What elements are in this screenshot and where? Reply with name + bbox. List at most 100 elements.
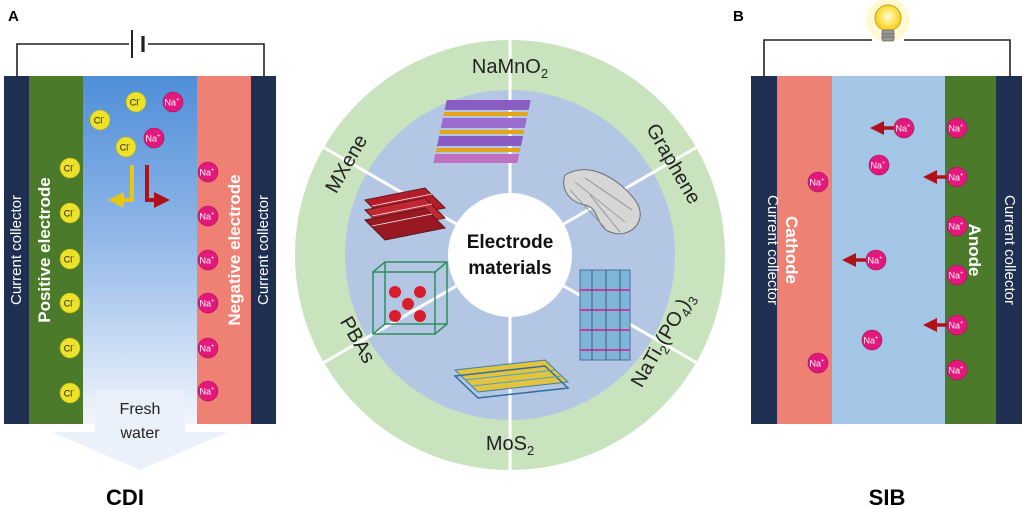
svg-text:Cl-: Cl-: [64, 255, 75, 265]
negative-electrode-label: Negative electrode: [225, 174, 244, 325]
sib-current-collector-right: [996, 76, 1022, 424]
sib-wire-left: [763, 39, 872, 78]
cdi-collector-left-label: Current collector: [8, 195, 25, 305]
cathode-label: Cathode: [782, 216, 801, 284]
svg-text:Na+: Na+: [948, 222, 964, 232]
na-ion-8: Na+: [946, 215, 968, 237]
svg-text:Na+: Na+: [199, 212, 215, 222]
svg-text:Na+: Na+: [199, 299, 215, 309]
cl-ion-1: Cl-: [125, 91, 147, 113]
svg-text:Na+: Na+: [948, 271, 964, 281]
na-ion-11: Na+: [197, 161, 219, 183]
cdi-circuit: [16, 30, 265, 78]
graphene-structure-image: [563, 169, 641, 235]
svg-text:Na+: Na+: [948, 124, 964, 134]
cl-ion-0: Cl-: [89, 109, 111, 131]
svg-text:Na+: Na+: [809, 359, 825, 369]
fresh-water-arrow: [52, 390, 228, 470]
segment-mos2-label: MoS2: [486, 433, 534, 458]
svg-text:Cl-: Cl-: [94, 116, 105, 126]
svg-text:Na+: Na+: [809, 178, 825, 188]
na-ion-3: Na+: [865, 249, 887, 271]
panel-a-letter: A: [8, 8, 19, 25]
na-ion-11: Na+: [946, 359, 968, 381]
na-ion-2: Na+: [807, 171, 829, 193]
na-ion-6: Na+: [946, 117, 968, 139]
na-ion-4: Na+: [143, 127, 165, 149]
svg-text:Na+: Na+: [199, 168, 215, 178]
cdi-collector-right-label: Current collector: [255, 195, 272, 305]
svg-text:Na+: Na+: [199, 344, 215, 354]
anode-label: Anode: [965, 224, 984, 277]
na-ion-4: Na+: [861, 329, 883, 351]
sib-collector-right-label: Current collector: [1001, 195, 1018, 305]
svg-text:Na+: Na+: [948, 321, 964, 331]
na-ion-3: Na+: [162, 91, 184, 113]
positive-electrode-label: Positive electrode: [35, 177, 54, 323]
na-ion-12: Na+: [197, 205, 219, 227]
sib-wire-right: [904, 39, 1011, 78]
na-ion-14: Na+: [197, 292, 219, 314]
cdi-current-collector-right: [251, 76, 276, 424]
panel-a-cdi: A Fresh water Current collector Positive…: [4, 8, 276, 509]
segment-namno2-label: NaMnO2: [472, 56, 548, 81]
fresh-water-label-1: Fresh: [120, 401, 161, 418]
sib-collector-left-label: Current collector: [764, 195, 781, 305]
na-ion-9: Na+: [946, 264, 968, 286]
cl-ion-9: Cl-: [59, 337, 81, 359]
svg-text:Cl-: Cl-: [64, 299, 75, 309]
cl-ion-6: Cl-: [59, 202, 81, 224]
fresh-water-label-2: water: [119, 425, 160, 442]
svg-text:Na+: Na+: [867, 256, 883, 266]
svg-text:Cl-: Cl-: [64, 209, 75, 219]
svg-text:Na+: Na+: [164, 98, 180, 108]
wheel-divider-2: [562, 146, 697, 226]
svg-text:Na+: Na+: [199, 387, 215, 397]
cdi-wire-left: [16, 43, 129, 78]
cl-ion-5: Cl-: [59, 157, 81, 179]
electrode-materials-wheel: Electrode materials NaMnO2 Graphene NaTi…: [295, 40, 725, 470]
sib-electrolyte: [832, 76, 945, 424]
svg-text:Cl-: Cl-: [64, 164, 75, 174]
svg-text:Cl-: Cl-: [64, 389, 75, 399]
na-ion-10: Na+: [946, 314, 968, 336]
svg-text:Cl-: Cl-: [130, 98, 141, 108]
na-ion-13: Na+: [197, 249, 219, 271]
cdi-current-collector-left: [4, 76, 29, 424]
center-label-line1: Electrode: [467, 232, 554, 253]
na-migration-arrow: [145, 165, 170, 208]
cl-ion-10: Cl-: [59, 382, 81, 404]
cdi-title: CDI: [106, 485, 144, 509]
svg-text:Na+: Na+: [863, 336, 879, 346]
cl-ion-2: Cl-: [115, 136, 137, 158]
cdi-wire-right: [148, 43, 265, 78]
na-ion-7: Na+: [946, 166, 968, 188]
lightbulb-icon: [866, 0, 910, 42]
svg-text:Cl-: Cl-: [120, 143, 131, 153]
svg-text:Na+: Na+: [948, 366, 964, 376]
cl-ion-8: Cl-: [59, 292, 81, 314]
na-ion-5: Na+: [807, 352, 829, 374]
svg-text:Na+: Na+: [895, 124, 911, 134]
mos2-structure-image: [453, 359, 570, 399]
cl-migration-arrow: [108, 165, 134, 208]
cdi-water-channel: [83, 76, 197, 424]
na-ion-0: Na+: [893, 117, 915, 139]
panel-b-sib: B Current collector Cathode Anode Curren…: [733, 0, 1022, 509]
cl-ion-7: Cl-: [59, 248, 81, 270]
pbas-structure-image: [372, 261, 448, 335]
svg-text:Na+: Na+: [145, 134, 161, 144]
sib-ions: Na+ Na+ Na+ Na+ Na+ Na+ Na+ Na+ Na+ Na+ Na+ Na+: [807, 117, 968, 381]
na-ion-1: Na+: [868, 154, 890, 176]
wheel-center: [448, 193, 572, 317]
sib-title: SIB: [869, 485, 906, 509]
svg-text:Na+: Na+: [870, 161, 886, 171]
svg-text:Na+: Na+: [948, 173, 964, 183]
svg-text:Cl-: Cl-: [64, 344, 75, 354]
sib-circuit: [763, 0, 1011, 78]
mxene-structure-image: [363, 187, 447, 241]
na-ion-16: Na+: [197, 380, 219, 402]
na-ion-15: Na+: [197, 337, 219, 359]
